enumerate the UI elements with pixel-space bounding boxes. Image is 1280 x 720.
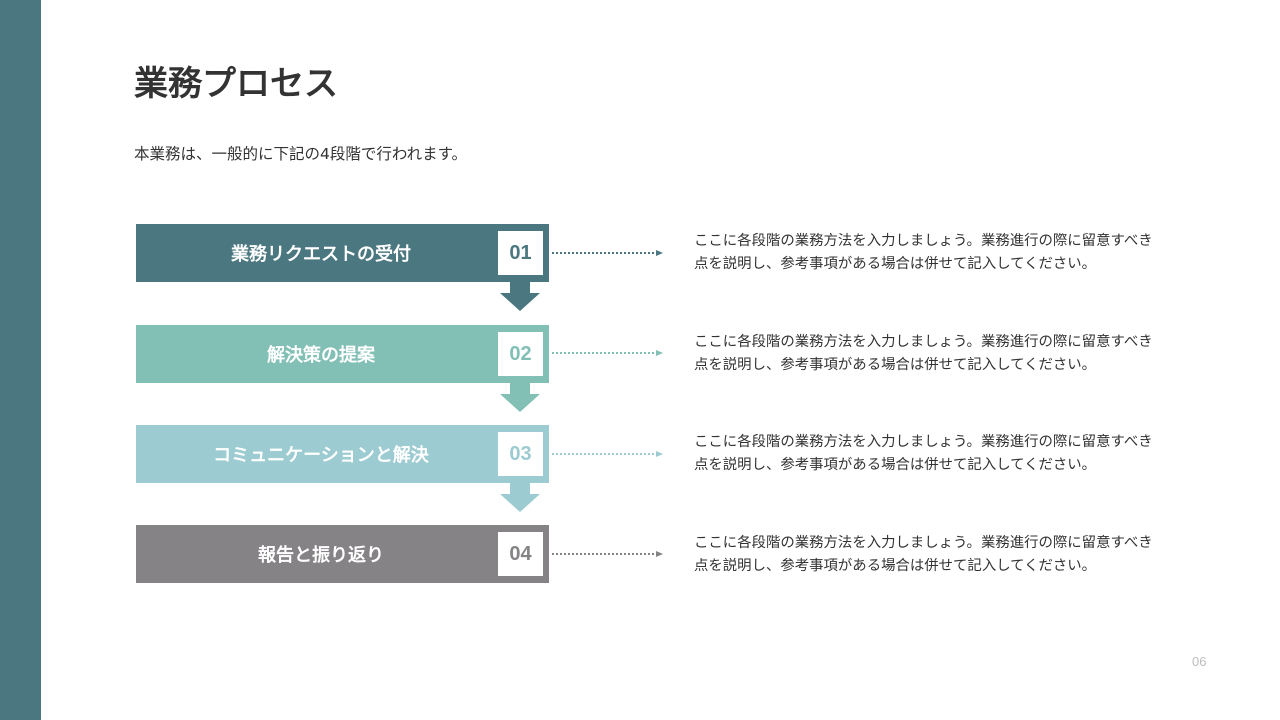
dotted-arrow-icon <box>552 451 663 457</box>
step-description: ここに各段階の業務方法を入力しましょう。業務進行の際に留意すべき 点を説明し、参… <box>694 230 1194 276</box>
page-subtitle: 本業務は、一般的に下記の4段階で行われます。 <box>134 145 468 163</box>
dotted-arrow-icon <box>552 350 663 356</box>
step-number-badge: 02 <box>498 332 543 376</box>
description-line: 点を説明し、参考事項がある場合は併せて記入してください。 <box>694 457 1097 473</box>
description-line: ここに各段階の業務方法を入力しましょう。業務進行の際に留意すべき <box>694 233 1153 249</box>
step-label: コミュニケーションと解決 <box>213 445 429 466</box>
process-step-1: 業務リクエストの受付 01 <box>136 224 549 282</box>
step-label: 業務リクエストの受付 <box>231 244 411 265</box>
description-line: 点を説明し、参考事項がある場合は併せて記入してください。 <box>694 256 1097 272</box>
dotted-arrow-icon <box>552 551 663 557</box>
step-label: 解決策の提案 <box>267 345 375 366</box>
down-arrow-icon <box>500 282 540 311</box>
description-line: 点を説明し、参考事項がある場合は併せて記入してください。 <box>694 558 1097 574</box>
process-step-3: コミュニケーションと解決 03 <box>136 425 549 483</box>
description-line: ここに各段階の業務方法を入力しましょう。業務進行の際に留意すべき <box>694 334 1153 350</box>
process-step-2: 解決策の提案 02 <box>136 325 549 383</box>
page-number: 06 <box>1192 654 1207 669</box>
step-number-badge: 01 <box>498 231 543 275</box>
left-accent-bar <box>0 0 41 720</box>
step-number-badge: 04 <box>498 532 543 576</box>
step-label: 報告と振り返り <box>258 545 384 566</box>
dotted-arrow-icon <box>552 250 663 256</box>
step-description: ここに各段階の業務方法を入力しましょう。業務進行の際に留意すべき 点を説明し、参… <box>694 532 1194 578</box>
step-description: ここに各段階の業務方法を入力しましょう。業務進行の際に留意すべき 点を説明し、参… <box>694 431 1194 477</box>
page-title: 業務プロセス <box>134 64 338 104</box>
step-number-badge: 03 <box>498 432 543 476</box>
process-step-4: 報告と振り返り 04 <box>136 525 549 583</box>
down-arrow-icon <box>500 483 540 512</box>
description-line: ここに各段階の業務方法を入力しましょう。業務進行の際に留意すべき <box>694 434 1153 450</box>
step-description: ここに各段階の業務方法を入力しましょう。業務進行の際に留意すべき 点を説明し、参… <box>694 331 1194 377</box>
down-arrow-icon <box>500 383 540 412</box>
description-line: 点を説明し、参考事項がある場合は併せて記入してください。 <box>694 357 1097 373</box>
description-line: ここに各段階の業務方法を入力しましょう。業務進行の際に留意すべき <box>694 535 1153 551</box>
